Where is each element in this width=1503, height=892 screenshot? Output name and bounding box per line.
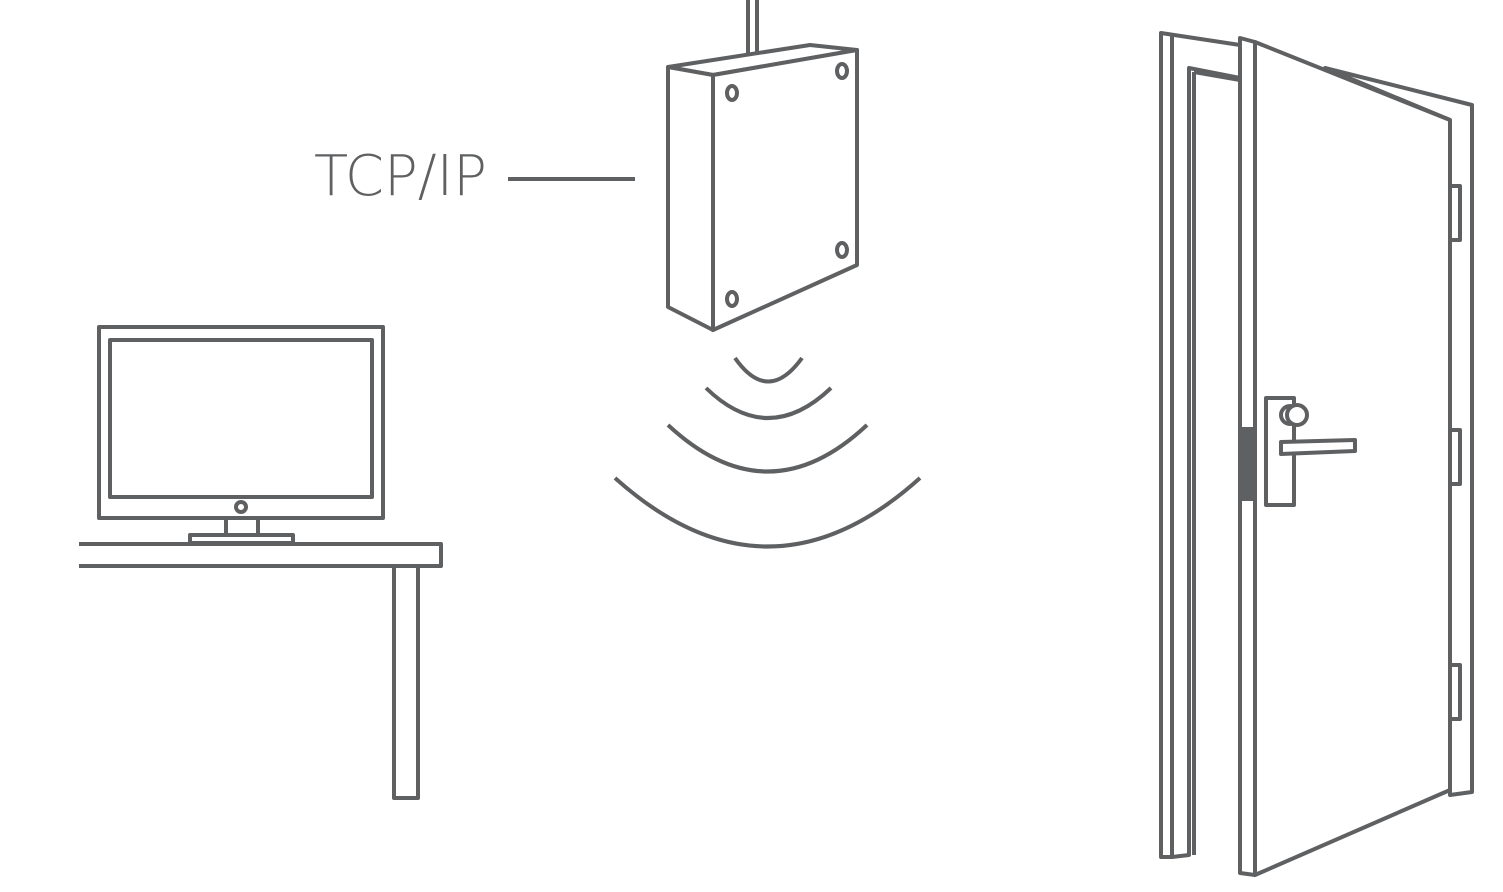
hinge-icon bbox=[1448, 428, 1462, 486]
box-side bbox=[666, 65, 715, 332]
door-lever bbox=[1279, 438, 1357, 456]
monitor-screen bbox=[108, 338, 374, 499]
door-with-lock bbox=[1159, 31, 1474, 877]
radio-waves-icon bbox=[613, 356, 922, 549]
box-front bbox=[711, 48, 859, 332]
monitor-neck bbox=[224, 516, 260, 537]
power-button-icon bbox=[234, 500, 248, 514]
computer-workstation bbox=[79, 325, 443, 800]
desk-top bbox=[79, 542, 443, 568]
screw-icon bbox=[725, 290, 739, 308]
electronic-lock bbox=[1264, 396, 1357, 507]
hinge-icon bbox=[1448, 184, 1462, 242]
wireless-gateway bbox=[666, 0, 859, 332]
screw-icon bbox=[725, 84, 739, 102]
desk-leg bbox=[392, 564, 420, 800]
tcp-ip-label: TCP/IP bbox=[314, 144, 487, 209]
monitor-base bbox=[188, 533, 295, 545]
screw-icon bbox=[835, 62, 849, 80]
strike-plate bbox=[1242, 427, 1254, 501]
screw-icon bbox=[835, 241, 849, 259]
hinge-icon bbox=[1448, 663, 1462, 721]
